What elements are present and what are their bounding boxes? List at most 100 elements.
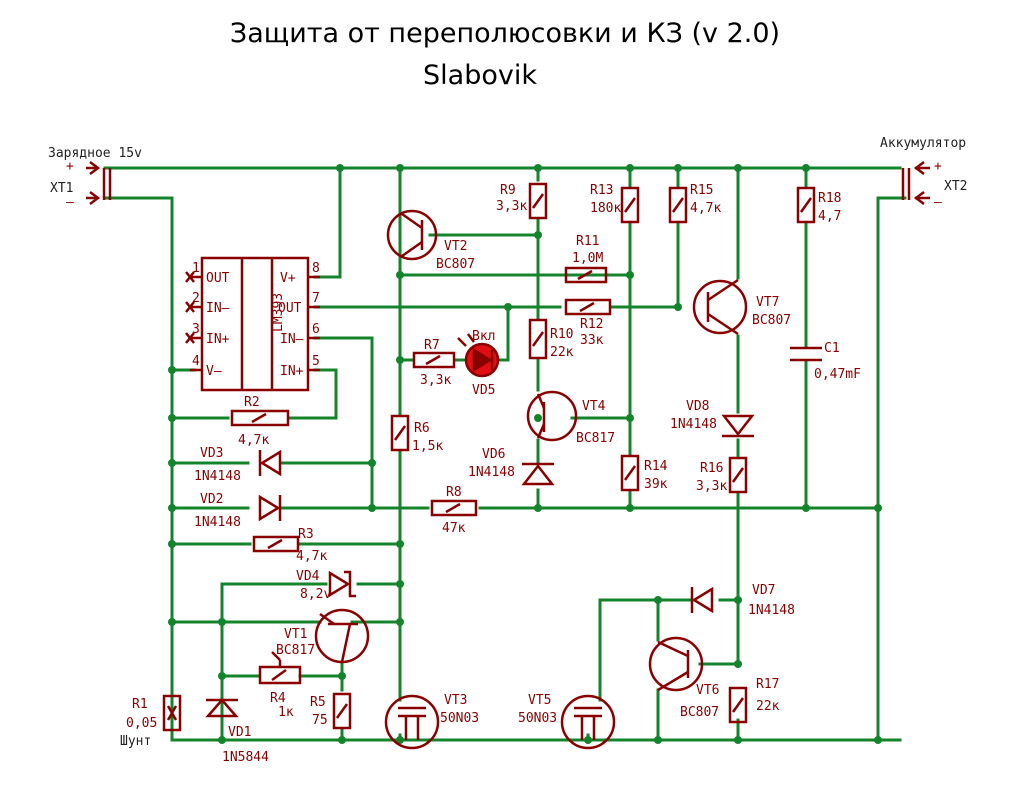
vt4-value: BC817 (576, 431, 615, 446)
diode-vd2 (258, 494, 282, 522)
transistor-vt1 (314, 608, 370, 664)
resistor-r7 (412, 351, 456, 369)
r10-ref: R10 (550, 327, 573, 342)
r4-value: 1к (278, 705, 294, 720)
vt1-value: BC817 (276, 643, 315, 658)
vt7-ref: VT7 (756, 295, 779, 310)
vt2-value: BC807 (436, 257, 475, 272)
r11-ref: R11 (576, 234, 599, 249)
transistor-vt4 (526, 390, 578, 442)
r2-value: 4,7к (238, 433, 269, 448)
r9-value: 3,3к (496, 199, 527, 214)
resistor-r14 (620, 454, 640, 492)
vd5-value: Вкл (472, 329, 495, 344)
r4-ref: R4 (270, 691, 286, 706)
r11-value: 1,0M (572, 251, 603, 266)
wire-junctions (168, 164, 882, 744)
vd5-ref: VD5 (472, 383, 495, 398)
mosfet-vt3 (384, 694, 440, 750)
r12-value: 33к (580, 333, 604, 348)
ic-pin-number: 3 (192, 322, 200, 337)
resistor-r2 (230, 409, 290, 427)
r1-ref: R1 (132, 697, 148, 712)
resistor-r5 (332, 692, 352, 730)
ic-pin-label: V– (206, 364, 222, 379)
r16-value: 3,3к (696, 479, 727, 494)
xt2-minus-label: – (934, 195, 942, 210)
vt3-value: 50N03 (440, 711, 479, 726)
r1-value: 0,05 (126, 716, 157, 731)
vd6-value: 1N4148 (468, 465, 515, 480)
page-title: Защита от переполюсовки и КЗ (v 2.0) (229, 18, 781, 49)
transistor-vt7 (692, 278, 748, 336)
vt5-value: 50N03 (518, 711, 557, 726)
led-vd5 (457, 333, 500, 378)
ic-pin-number: 1 (192, 261, 200, 276)
ic-pin-label: V+ (280, 271, 296, 286)
connector-xt2 (901, 161, 930, 205)
vt3-ref: VT3 (444, 693, 467, 708)
vt1-ref: VT1 (284, 627, 307, 642)
r12-ref: R12 (580, 317, 603, 332)
ic-pin-number: 6 (312, 322, 320, 337)
ic-pin-label: IN+ (280, 364, 304, 379)
ic-pin-number: 5 (312, 354, 320, 369)
diode-vd6 (521, 462, 555, 486)
xt2-ref-label: XT2 (944, 179, 967, 194)
resistor-r8 (430, 499, 478, 517)
r16-ref: R16 (700, 461, 723, 476)
r7-value: 3,3к (420, 373, 451, 388)
c1-value: 0,47mF (814, 367, 861, 382)
resistor-r16 (728, 456, 748, 494)
r14-ref: R14 (644, 459, 668, 474)
r7-ref: R7 (424, 338, 440, 353)
vd4-value: 8,2v (300, 587, 331, 602)
ic-pin-label: IN– (280, 332, 304, 347)
vt6-value: BC807 (680, 705, 719, 720)
ic-pin-number: 2 (192, 291, 200, 306)
resistor-r1 (162, 694, 182, 732)
resistor-r12 (564, 298, 612, 316)
resistor-r15 (668, 186, 688, 224)
r17-ref: R17 (756, 677, 779, 692)
r17-value: 22к (756, 699, 780, 714)
r3-ref: R3 (298, 527, 314, 542)
vd1-value: 1N5844 (222, 750, 269, 765)
xt1-plus-label: + (66, 159, 74, 174)
xt2-plus-label: + (934, 159, 942, 174)
vd6-ref: VD6 (482, 447, 505, 462)
xt2-name-label: Аккумулятор (880, 136, 966, 151)
wires (103, 166, 907, 742)
r2-ref: R2 (244, 395, 260, 410)
r13-value: 180к (590, 201, 621, 216)
xt1-minus-label: – (66, 195, 74, 210)
vt7-value: BC807 (752, 313, 791, 328)
r1-note: Шунт (120, 734, 151, 749)
vd2-value: 1N4148 (194, 515, 241, 530)
c1-ref: C1 (824, 341, 840, 356)
vd1-ref: VD1 (228, 725, 251, 740)
ic-pin-number: 8 (312, 261, 320, 276)
r14-value: 39к (644, 477, 668, 492)
vt2-ref: VT2 (444, 239, 467, 254)
vd8-ref: VD8 (686, 399, 709, 414)
r10-value: 22к (550, 345, 574, 360)
vd3-ref: VD3 (200, 446, 223, 461)
diode-vd4 (328, 570, 356, 598)
diode-vd1 (205, 698, 239, 718)
vt5-ref: VT5 (528, 693, 551, 708)
r8-ref: R8 (446, 485, 462, 500)
transistor-vt2 (386, 209, 438, 261)
ic-pin-number: 4 (192, 354, 200, 369)
resistor-r3 (252, 535, 300, 553)
ic-lm393 (185, 256, 320, 392)
diode-vd8 (721, 414, 755, 438)
vd7-ref: VD7 (752, 583, 775, 598)
connector-xt1 (86, 161, 112, 205)
r8-value: 47к (442, 521, 466, 536)
vd4-ref: VD4 (296, 569, 320, 584)
vt6-ref: VT6 (696, 683, 719, 698)
xt1-ref-label: XT1 (50, 181, 73, 196)
vd7-value: 1N4148 (748, 603, 795, 618)
